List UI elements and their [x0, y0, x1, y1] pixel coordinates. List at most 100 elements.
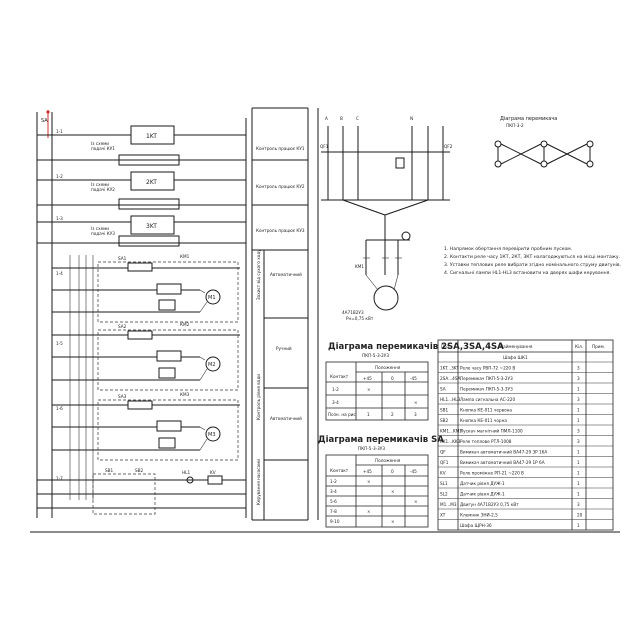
power-circuit: A B C N QF1 QF2 KM1 4А71В2У3 Pн=0,75 кВт: [317, 108, 453, 520]
t1-sub-1: +45: [363, 376, 372, 381]
switch-diagram-subtitle: ПКП-3-2: [506, 123, 524, 128]
branch-1-relay: КМ1: [180, 254, 190, 259]
t2-cell: 3-4: [330, 489, 337, 494]
t1-head-1: Положення: [375, 365, 401, 370]
spec-cell-pos: SB2: [440, 418, 449, 423]
spec-cell-name: Датчик рівня ДУЖ-1: [460, 481, 505, 486]
description-column: Контроль працює КУ1 Контроль працює КУ2 …: [251, 107, 309, 521]
t2-cell: ×: [391, 489, 395, 494]
t1-r1-c3: ×: [414, 400, 418, 405]
spec-cell-name: Пускач магнітний ПМЛ-1100: [460, 429, 523, 434]
contactor-km1: KM1: [355, 264, 364, 269]
svg-text:подачі КУ3: подачі КУ3: [91, 231, 115, 236]
ladder-label-3: 1-3: [56, 216, 63, 221]
note-3: 3. Уставки теплових реле вибрати згідно …: [444, 262, 621, 268]
motor-type: 4А71В2У3: [342, 310, 364, 315]
spec-cell-qty: 1: [577, 492, 580, 497]
t1-head-0: Контакт: [330, 374, 349, 379]
vertical-label-3: Керування насосами: [256, 459, 261, 505]
spec-cell-name: Двигун 4А71В2У3 0,75 кВт: [460, 502, 519, 507]
ladder-label-1: 1-1: [56, 129, 63, 134]
time-relay-block-2: 2KT Iз схеми подачі КУ2: [37, 171, 246, 210]
t1-r2-c0: Позн. на рис: [328, 412, 356, 417]
switch-table-2: Діаграма перемикачів SA ПКП-5-3-3У3 Конт…: [318, 434, 444, 528]
relay-1kt-label: 1KT: [146, 133, 157, 140]
spec-cell-name: Перемикач ПКП-5-3-3У3: [460, 387, 513, 392]
phase-c: C: [356, 116, 359, 121]
branch-3-switch: SA3: [118, 394, 127, 399]
t2-cell: 9-10: [330, 519, 340, 524]
branch-1-switch: SA1: [118, 256, 127, 261]
svg-text:подачі КУ1: подачі КУ1: [91, 146, 115, 151]
spec-cell-pos: KV: [440, 471, 446, 476]
desc-row-2: Контроль працює КУ2: [256, 184, 305, 189]
t1-r2-c2: 2: [391, 412, 394, 417]
svg-text:Iз схеми: Iз схеми: [91, 141, 109, 146]
spec-cell-qty: 1: [577, 460, 580, 465]
note-1: 1. Напрямок обертання перевірити пробним…: [444, 246, 572, 252]
spec-cell-qty: 1: [577, 523, 580, 528]
phase-n: N: [410, 116, 413, 121]
t2-cell: 7-8: [330, 509, 337, 514]
spec-cell-name: Вимикач автоматичний ВА47-29 1P 6А: [460, 460, 545, 465]
spec-cell-name: Датчик рівня ДУЖ-1: [460, 492, 505, 497]
spec-cell-qty: 3: [577, 366, 580, 371]
t2-cell: ×: [414, 499, 418, 504]
note-2: 2. Контакти реле часу 1КТ, 2КТ, 3КТ нала…: [444, 254, 620, 260]
spec-cell-name: Лампа сигнальна АС-220: [460, 397, 515, 402]
spec-cell-pos: QF1: [440, 460, 449, 465]
spec-group-title: Шафа ШК1: [503, 355, 528, 360]
t1-r2-c3: 3: [414, 412, 417, 417]
spec-head-0: Поз.: [441, 344, 450, 349]
phase-b: B: [340, 116, 343, 121]
bottom-label-sb2: SB2: [135, 468, 144, 473]
spec-cell-pos: SA: [440, 387, 446, 392]
spec-cell-qty: 3: [577, 439, 580, 444]
bottom-label-kv: KV: [210, 470, 216, 475]
t1-r0-c0: 1-2: [332, 387, 339, 392]
spec-cell-pos: M1...M3: [440, 502, 457, 507]
switch-table-2-subtitle: ПКП-5-3-3У3: [358, 446, 385, 451]
spec-cell-qty: 3: [577, 376, 580, 381]
motor-power: Pн=0,75 кВт: [346, 316, 374, 321]
spec-cell-pos: SL1: [440, 481, 448, 486]
bottom-label-hl1: HL1: [182, 470, 190, 475]
desc-row-1: Контроль працює КУ1: [256, 146, 305, 151]
spec-cell-name: Кнопка КЕ-011 чорна: [460, 418, 507, 423]
t1-sub-2: 0: [391, 376, 394, 381]
ladder-label-sa: SA: [41, 118, 48, 124]
t2-sub-3: -45: [410, 469, 417, 474]
spec-cell-name: Реле теплове РТЛ-1008: [460, 439, 512, 444]
switch-table-1-title: Діаграма перемикачів 2SA,3SA,4SA: [328, 341, 504, 352]
t2-head-0: Контакт: [330, 468, 349, 473]
spec-table: Поз. Найменування Кіл. Прим. Шафа ШК1 1K…: [437, 339, 614, 531]
spec-cell-qty: 3: [577, 429, 580, 434]
spec-cell-pos: SB1: [440, 408, 449, 413]
vertical-label-1: Контроль рівня води: [256, 374, 261, 420]
ladder-label-6: 1-6: [56, 406, 63, 411]
spec-cell-name: Шафа ЩРН-36: [460, 523, 492, 528]
time-relay-block-1: 1KT Iз схеми подачі КУ1: [37, 125, 246, 166]
desc-section-3: Автоматичний: [270, 416, 302, 421]
spec-cell-pos: HL1...HL3: [440, 397, 461, 402]
ladder-label-5: 1-5: [56, 341, 63, 346]
desc-section-2: Ручний: [276, 346, 292, 351]
switch-table-2-title: Діаграма перемикачів SA: [318, 434, 444, 445]
switch-table-1: Діаграма перемикачів 2SA,3SA,4SA ПКП-5-3…: [325, 341, 504, 421]
phase-a: A: [325, 116, 328, 121]
switch-table-2-rows: 1-2×3-4×5-6×7-8×9-10×: [330, 479, 418, 524]
svg-text:подачі КУ2: подачі КУ2: [91, 187, 115, 192]
spec-cell-name: Клемник ЗНИ-2,5: [460, 513, 498, 518]
t2-head-1: Положення: [375, 458, 401, 463]
pump-branch-1: SA1 КМ1 M1: [52, 254, 240, 323]
spec-cell-qty: 3: [577, 397, 580, 402]
branch-3-relay: КМ3: [180, 392, 190, 397]
spec-head-2: Кіл.: [575, 344, 583, 349]
t2-cell: ×: [367, 509, 371, 514]
t2-cell: 5-6: [330, 499, 337, 504]
pump-branch-2: SA2 КМ2 M2: [52, 322, 240, 391]
spec-cell-pos: XT: [440, 513, 446, 518]
spec-cell-qty: 1: [577, 450, 580, 455]
